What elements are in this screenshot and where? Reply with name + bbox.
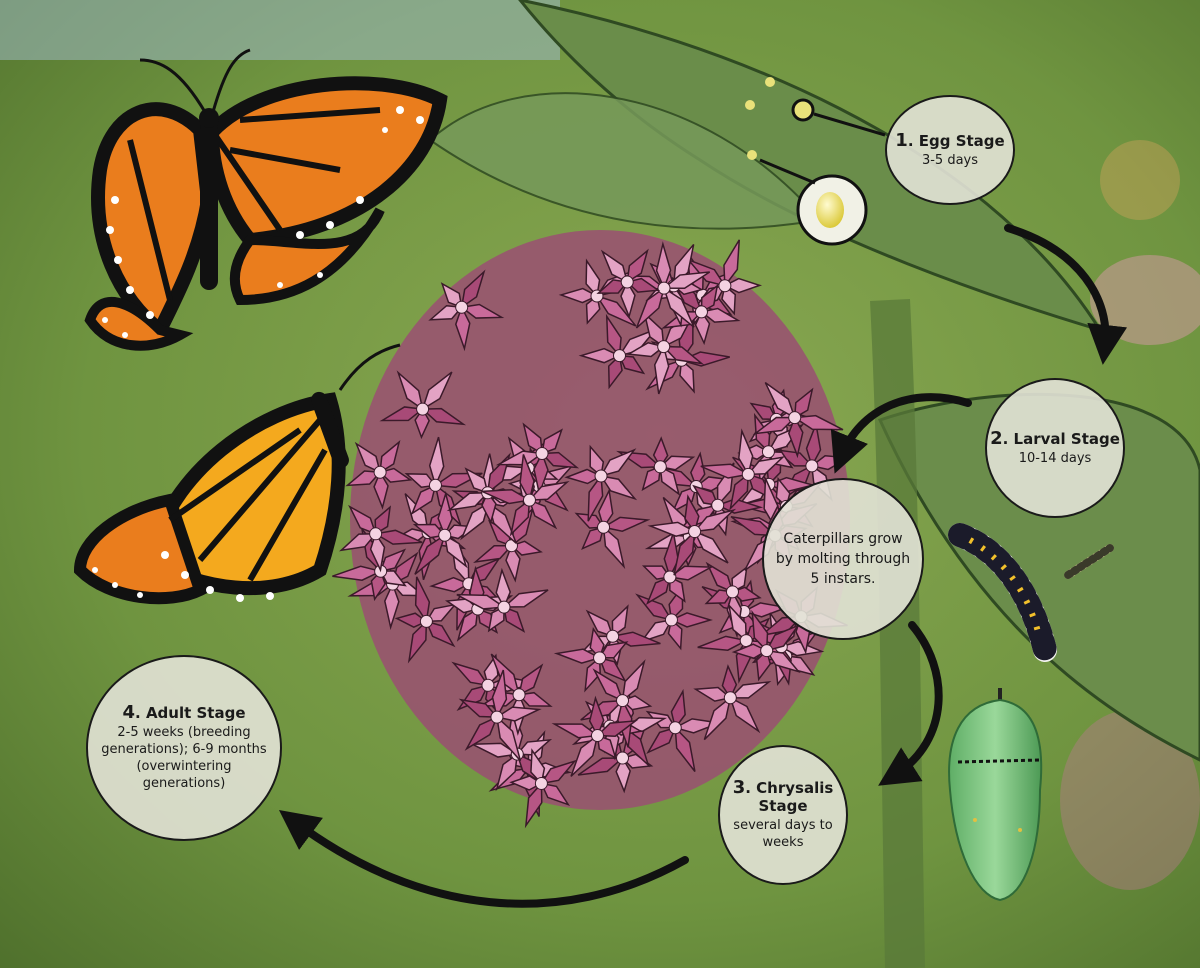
caterpillar-note: Caterpillars grow by molting through 5 i… (764, 529, 922, 589)
egg-stage-label: Egg Stage (919, 132, 1005, 150)
adult-stage-title: 4. Adult Stage (122, 704, 245, 722)
chrysalis-stage-title: 3. Chrysalis Stage (720, 779, 846, 815)
egg-stage-duration: 3-5 days (922, 152, 978, 169)
adult-stage-label: Adult Stage (146, 704, 246, 722)
chrysalis-stage-duration: several days to weeks (720, 817, 846, 851)
chrysalis-stage-label: Chrysalis Stage (756, 779, 833, 815)
blur-orange-patch (1100, 140, 1180, 220)
larval-stage-title: 2. Larval Stage (990, 430, 1120, 448)
adult-stage-duration: 2-5 weeks (breeding generations); 6-9 mo… (88, 724, 280, 792)
caterpillar-note-bubble: Caterpillars grow by molting through 5 i… (762, 478, 924, 640)
chrysalis-stage-number: 3 (733, 777, 746, 798)
chrysalis-stage-bubble: 3. Chrysalis Stage several days to weeks (718, 745, 848, 885)
larval-stage-label: Larval Stage (1014, 430, 1120, 448)
adult-stage-number: 4 (122, 702, 135, 723)
larval-stage-duration: 10-14 days (1019, 450, 1092, 467)
egg-stage-title: 1. Egg Stage (895, 132, 1004, 150)
sky-band (0, 0, 560, 60)
adult-stage-bubble: 4. Adult Stage 2-5 weeks (breeding gener… (86, 655, 282, 841)
larval-stage-bubble: 2. Larval Stage 10-14 days (985, 378, 1125, 518)
larval-stage-number: 2 (990, 428, 1003, 449)
egg-stage-bubble: 1. Egg Stage 3-5 days (885, 95, 1015, 205)
egg-stage-number: 1 (895, 130, 908, 151)
